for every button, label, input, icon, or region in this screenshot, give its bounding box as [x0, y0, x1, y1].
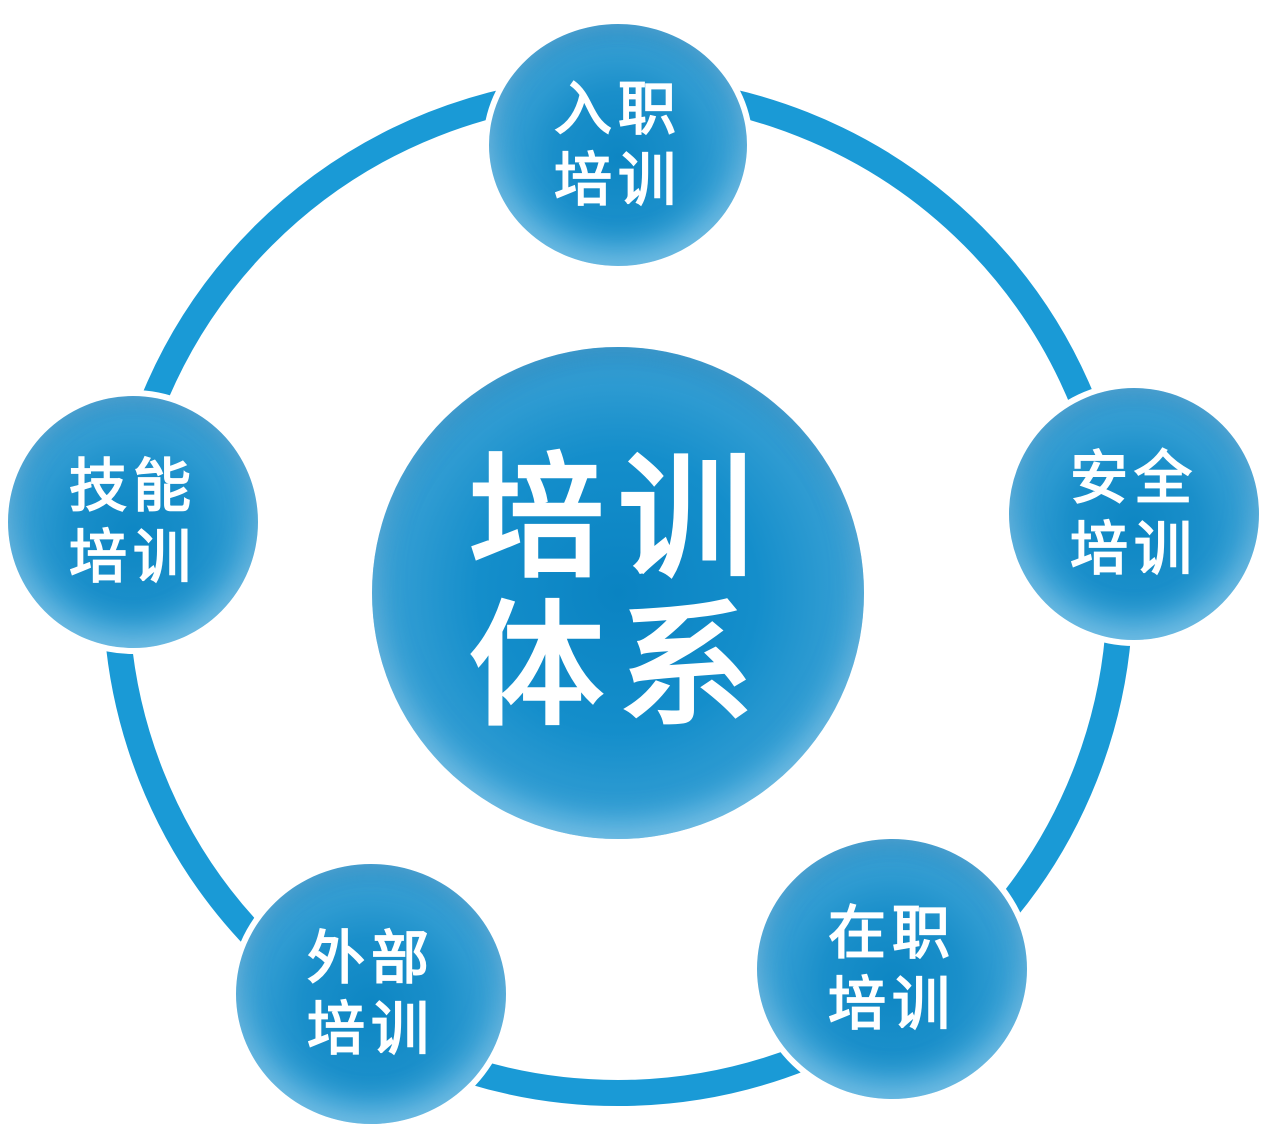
- center-label-line2: 体系: [469, 588, 767, 745]
- node-external-line2: 培训: [306, 995, 435, 1063]
- node-safety-line1: 安全: [1069, 444, 1198, 513]
- node-skills-training: 技能 培训: [2, 390, 264, 654]
- node-safety-training: 安全 培训: [1003, 382, 1265, 646]
- node-safety-line2: 培训: [1069, 515, 1198, 583]
- node-skills-line2: 培训: [68, 523, 197, 591]
- node-on-the-job-line1: 在职: [827, 899, 956, 968]
- node-external-line1: 外部: [306, 924, 435, 993]
- node-onboarding-line1: 入职: [553, 75, 682, 144]
- node-onboarding-training: 入职 培训: [483, 18, 753, 272]
- node-on-the-job-line2: 培训: [827, 970, 956, 1038]
- center-label-line1: 培训: [469, 439, 767, 597]
- center-node-training-system: 培训 体系: [372, 347, 864, 839]
- node-on-the-job-training: 在职 培训: [751, 833, 1033, 1105]
- node-onboarding-line2: 培训: [553, 146, 682, 214]
- node-external-training: 外部 培训: [230, 858, 512, 1130]
- node-skills-line1: 技能: [68, 452, 197, 521]
